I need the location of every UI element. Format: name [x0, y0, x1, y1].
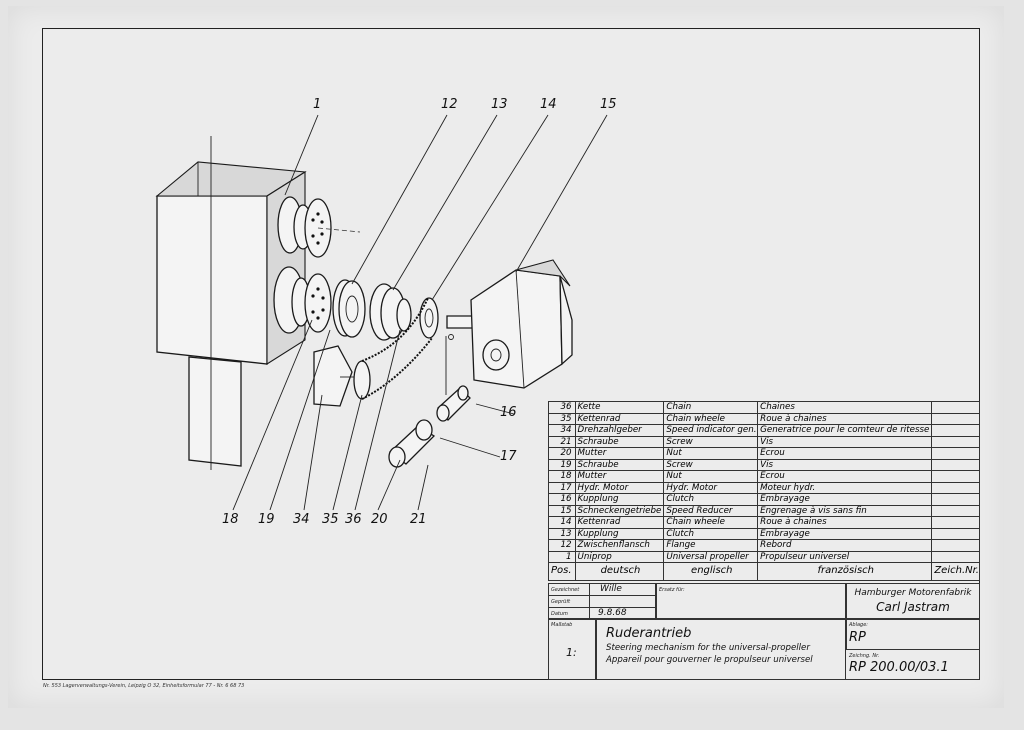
- callout-12: 12: [441, 97, 458, 112]
- callout-1: 1: [313, 97, 321, 112]
- printer-imprint: Nr. 553 Lagerverwaltungs-Verein, Leipzig…: [43, 683, 245, 689]
- intermediate-flange: [332, 279, 366, 338]
- replacement-label: Ersatz für:: [659, 587, 685, 593]
- callout-19: 19: [258, 512, 275, 527]
- signoff-grid: [548, 583, 656, 619]
- date-label: Datum: [551, 611, 568, 617]
- checked-by-label: Geprüft: [551, 599, 571, 605]
- callout-numbers: 1 12 13 14 15 16 17 18 19 34 35 36 20 21: [222, 97, 617, 527]
- scale-label: Maßstab: [551, 622, 573, 628]
- clutch-13: [369, 283, 412, 341]
- company-line-1: Hamburger Motorenfabrik: [854, 588, 972, 598]
- callout-21: 21: [410, 512, 427, 527]
- date-value: 9.8.68: [598, 608, 627, 618]
- company-line-2: Carl Jastram: [876, 600, 950, 614]
- chain-wheel-14: [419, 297, 439, 339]
- speed-reducer: [446, 259, 573, 389]
- clutch-16-and-motor-17: [388, 334, 471, 468]
- drawing-number-label: Zeichng. Nr.: [849, 653, 880, 659]
- drawing-number-value: RP 200.00/03.1: [849, 660, 949, 675]
- callout-13: 13: [491, 97, 508, 112]
- uniprop-housing: [155, 136, 361, 470]
- speed-indicator-and-chain: [313, 297, 433, 407]
- drawing-frame: [42, 28, 980, 680]
- callout-35: 35: [322, 512, 339, 527]
- scale-value: 1:: [566, 646, 577, 659]
- drawn-by-value: Wille: [600, 584, 622, 594]
- filing-label: Ablage:: [849, 622, 868, 628]
- drawing-title-en: Steering mechanism for the universal-pro…: [606, 643, 810, 653]
- callout-14: 14: [540, 97, 557, 112]
- callout-15: 15: [600, 97, 617, 112]
- callout-16: 16: [500, 405, 517, 420]
- drawn-by-label: Gezeichnet: [551, 587, 580, 593]
- callout-20: 20: [371, 512, 388, 527]
- callout-17: 17: [500, 449, 517, 464]
- callout-36: 36: [345, 512, 362, 527]
- callout-18: 18: [222, 512, 239, 527]
- filing-value: RP: [849, 630, 866, 645]
- leader-lines: [232, 114, 608, 511]
- callout-34: 34: [293, 512, 310, 527]
- parts-list-header: Pos. deutsch englisch französisch Zeich.…: [548, 562, 980, 581]
- drawing-title-de: Ruderantrieb: [606, 626, 692, 641]
- drawing-title-fr: Appareil pour gouverner le propulseur un…: [606, 655, 813, 665]
